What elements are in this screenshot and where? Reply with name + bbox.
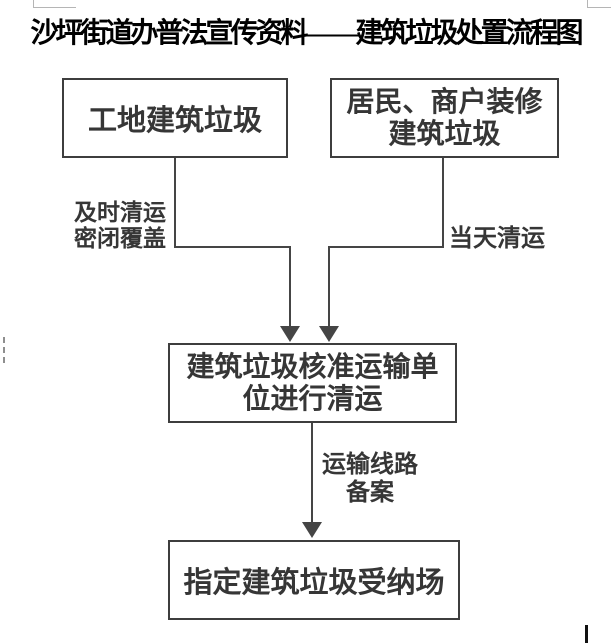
connector-site-horizontal	[174, 246, 291, 248]
arrowhead-site-to-transport-icon	[280, 326, 300, 342]
text-cursor[interactable]	[585, 625, 588, 643]
edge-label-transport-line2: 备案	[346, 479, 394, 506]
connector-renovation-vertical	[442, 158, 444, 248]
edge-label-site-line1: 及时清运	[74, 199, 166, 225]
flow-node-disposal-site-label: 指定建筑垃圾受纳场	[183, 567, 445, 599]
connector-renovation-horizontal	[330, 246, 444, 248]
flow-node-site-waste-label: 工地建筑垃圾	[87, 105, 262, 137]
edge-label-site-line2: 密闭覆盖	[74, 225, 166, 251]
edge-label-site-to-transport: 及时清运 密闭覆盖	[58, 199, 182, 251]
edge-label-renovation-to-transport: 当天清运	[449, 225, 545, 252]
arrowhead-renovation-to-transport-icon	[319, 326, 339, 342]
arrowhead-transport-to-disposal-icon	[302, 522, 322, 538]
margin-revision-mark	[3, 337, 5, 363]
flow-node-disposal-site: 指定建筑垃圾受纳场	[168, 540, 460, 620]
connector-transport-vertical	[311, 423, 313, 524]
connector-site-vertical	[174, 158, 176, 248]
page-title: 沙坪街道办普法宣传资料——建筑垃圾处置流程图	[30, 18, 583, 49]
flow-node-transport-unit-label-line1: 建筑垃圾核准运输单	[186, 351, 439, 382]
flow-node-renovation-waste-label-line1: 居民、商户装修	[346, 86, 543, 117]
connector-site-vertical-2	[289, 246, 291, 328]
text-boundary-mark-top-left	[33, 0, 76, 8]
flow-node-renovation-waste-label-line2: 建筑垃圾	[388, 118, 501, 149]
flow-node-transport-unit-label-line2: 位进行清运	[242, 383, 383, 414]
connector-renovation-vertical-2	[328, 246, 330, 328]
edge-label-transport-line1: 运输线路	[322, 451, 418, 478]
flow-node-renovation-waste: 居民、商户装修 建筑垃圾	[330, 78, 559, 158]
edge-label-transport-to-disposal: 运输线路 备案	[312, 451, 428, 507]
text-boundary-mark-top-right	[587, 0, 611, 8]
flow-node-transport-unit: 建筑垃圾核准运输单 位进行清运	[168, 343, 457, 423]
flow-node-site-waste: 工地建筑垃圾	[62, 78, 288, 158]
